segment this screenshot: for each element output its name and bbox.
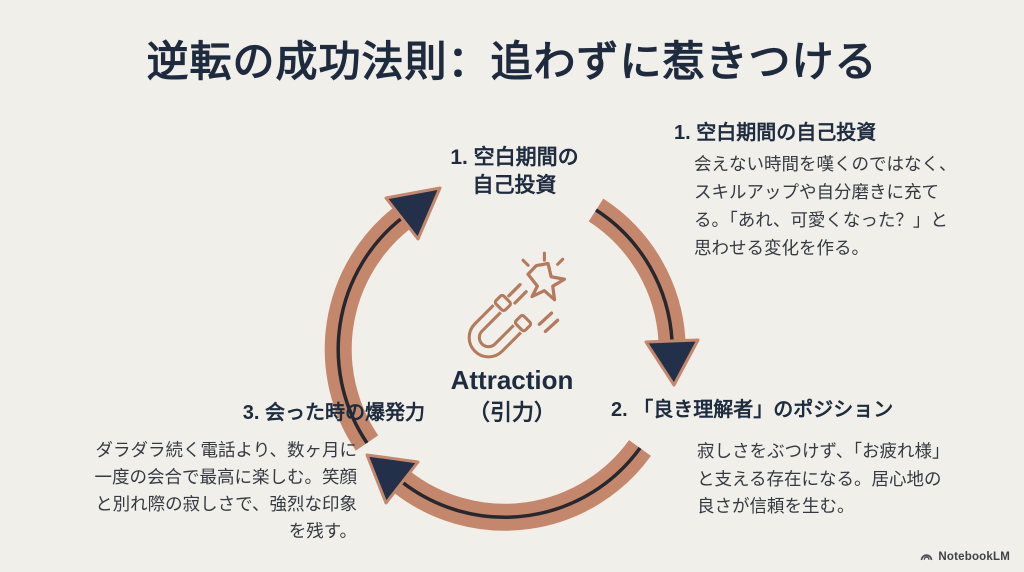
cycle-arc-bottom (365, 439, 651, 531)
step2-heading: 2. 「良き理解者」のポジション (611, 399, 894, 421)
step1-body: 会えない時間を嘆くのではなく、 スキルアップや自分磨きに充て る。「あれ、可愛く… (694, 154, 957, 258)
watermark: NotebookLM (920, 550, 1010, 563)
step1-heading: 1. 空白期間の自己投資 (674, 122, 877, 144)
slide-title: 逆転の成功法則：追わずに惹きつける (146, 40, 878, 86)
arrowhead-upright-icon (384, 186, 442, 241)
attraction-label-en: Attraction (450, 365, 574, 395)
step3-heading: 3. 会った時の爆発力 (242, 402, 425, 424)
magnet-attracting-star-icon (467, 251, 567, 359)
arrowhead-down-icon (644, 338, 700, 387)
watermark-label: NotebookLM (938, 550, 1010, 563)
step2-body: 寂しさをぶつけず、「お疲れ様」 と支える存在になる。居心地の 良さが信頼を生む。 (697, 441, 950, 516)
arrowhead-upleft-icon (365, 453, 420, 505)
cycle-arc-left (324, 186, 442, 451)
cycle-step1-label: 1. 空白期間の 自己投資 (450, 146, 579, 197)
cycle-center-label: Attraction （引力） (412, 366, 612, 426)
cycle-arc-top-right (588, 198, 700, 387)
notebooklm-logo-icon (921, 554, 933, 561)
attraction-label-ja: （引力） (467, 399, 556, 425)
step3-body: ダラダラ続く電話より、数ヶ月に 一度の会合で最高に楽しむ。笑顔 と別れ際の寂しさ… (94, 440, 358, 541)
